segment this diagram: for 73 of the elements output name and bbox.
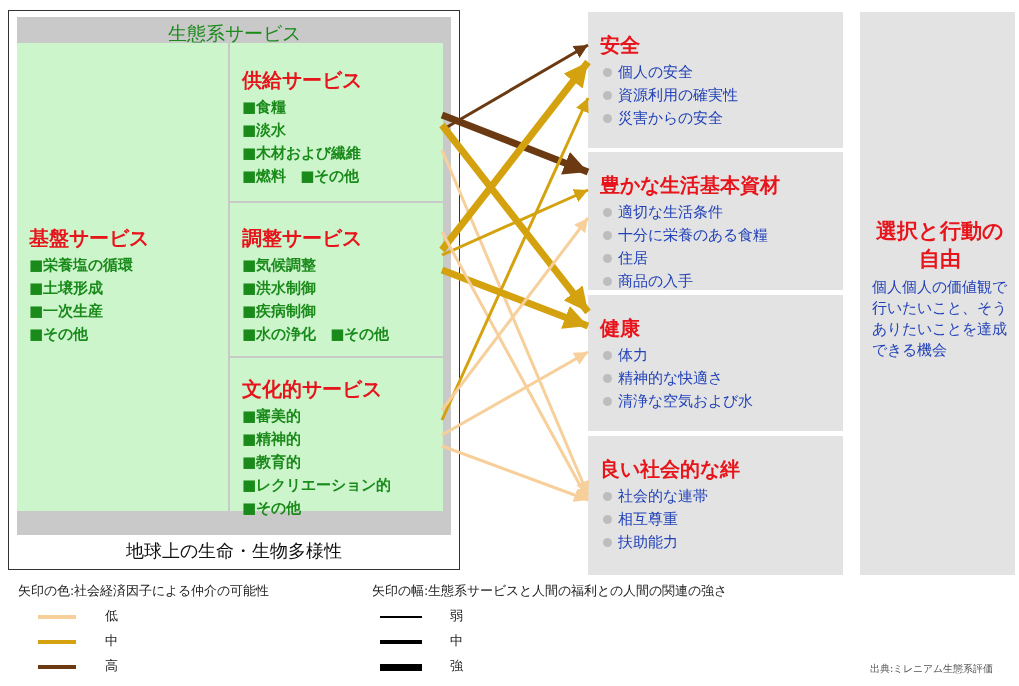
box-heading: 調整サービス (242, 225, 363, 252)
legend-label: 弱 (450, 608, 463, 625)
freedom-box (860, 12, 1015, 575)
legend-label: 強 (450, 658, 463, 675)
ecosystem-frame (8, 10, 460, 570)
list-item: ■その他 (330, 324, 390, 345)
frame-heading: 生態系サービス (166, 21, 302, 46)
list-item: 体力 (618, 346, 648, 364)
list-item: ■水の浄化 (242, 324, 317, 345)
arrow (440, 231, 590, 501)
arrow (441, 350, 589, 437)
box-heading: 基盤サービス (29, 225, 150, 252)
box-heading: 豊かな生活基本資材 (600, 172, 781, 199)
arrow (439, 122, 591, 315)
source-note: 出典:ミレニアム生態系評価 (870, 662, 994, 676)
legend-label: 高 (105, 658, 118, 675)
box-heading: 安全 (600, 32, 641, 59)
list-item: ■洪水制御 (242, 278, 318, 299)
list-item: ■土壌形成 (29, 278, 105, 299)
service-box (230, 43, 443, 201)
frame-caption: 地球上の生命・生物多様性 (125, 539, 343, 563)
body-text: 個人個人の価値観で行いたいこと、そうありたいことを達成できる機会 (872, 277, 1008, 361)
wellbeing-box (588, 295, 843, 431)
list-item: 精神的な快適さ (618, 369, 723, 387)
list-item: ■その他 (300, 166, 360, 187)
arrow (440, 217, 590, 411)
arrow (440, 266, 590, 330)
arrow (439, 59, 591, 253)
legend-title: 矢印の幅:生態系サービスと人間の福利との人間の関連の強さ (372, 583, 728, 600)
list-item: ■レクリエーション的 (242, 475, 393, 496)
arrow (440, 149, 590, 496)
list-item: ■気候調整 (242, 255, 318, 276)
arrow (441, 444, 589, 502)
list-item: 災害からの安全 (618, 109, 723, 127)
legend-label: 中 (105, 633, 118, 650)
list-item: 社会的な連帯 (618, 487, 708, 505)
list-item: ■一次生産 (29, 301, 105, 322)
list-item: ■教育的 (242, 452, 303, 473)
list-item: ■木材および繊維 (242, 143, 363, 164)
wellbeing-box (588, 12, 843, 148)
box-heading: 健康 (600, 315, 641, 342)
list-item: ■その他 (29, 324, 90, 345)
box-heading: 良い社会的な絆 (600, 456, 741, 483)
list-item: ■淡水 (242, 120, 288, 141)
list-item: ■審美的 (242, 406, 303, 427)
list-item: 十分に栄養のある食糧 (618, 226, 768, 244)
box-heading: 文化的サービス (242, 376, 383, 403)
list-item: ■燃料 (242, 166, 287, 187)
list-item: 個人の安全 (618, 63, 693, 81)
service-box (17, 43, 228, 511)
arrow (440, 97, 590, 421)
list-item: 商品の入手 (618, 272, 693, 290)
list-item: ■精神的 (242, 429, 303, 450)
service-box (230, 203, 443, 356)
list-item: 住居 (618, 249, 648, 267)
list-item: 相互尊重 (618, 510, 678, 528)
legend-label: 低 (105, 608, 118, 625)
list-item: 適切な生活条件 (618, 203, 723, 221)
box-heading: 選択と行動の自由 (874, 218, 1005, 273)
wellbeing-box (588, 436, 843, 575)
list-item: ■その他 (242, 498, 303, 519)
list-item: 扶助能力 (618, 533, 678, 551)
arrow (441, 188, 589, 257)
wellbeing-box (588, 152, 843, 290)
list-item: ■疾病制御 (242, 301, 318, 322)
list-item: ■食糧 (242, 97, 288, 118)
list-item: ■栄養塩の循環 (29, 255, 135, 276)
list-item: 清浄な空気および水 (618, 392, 753, 410)
legend-label: 中 (450, 633, 463, 650)
list-item: 資源利用の確実性 (618, 86, 738, 104)
legend-title: 矢印の色:社会経済因子による仲介の可能性 (18, 583, 270, 600)
box-heading: 供給サービス (242, 67, 363, 94)
arrow (440, 111, 590, 176)
